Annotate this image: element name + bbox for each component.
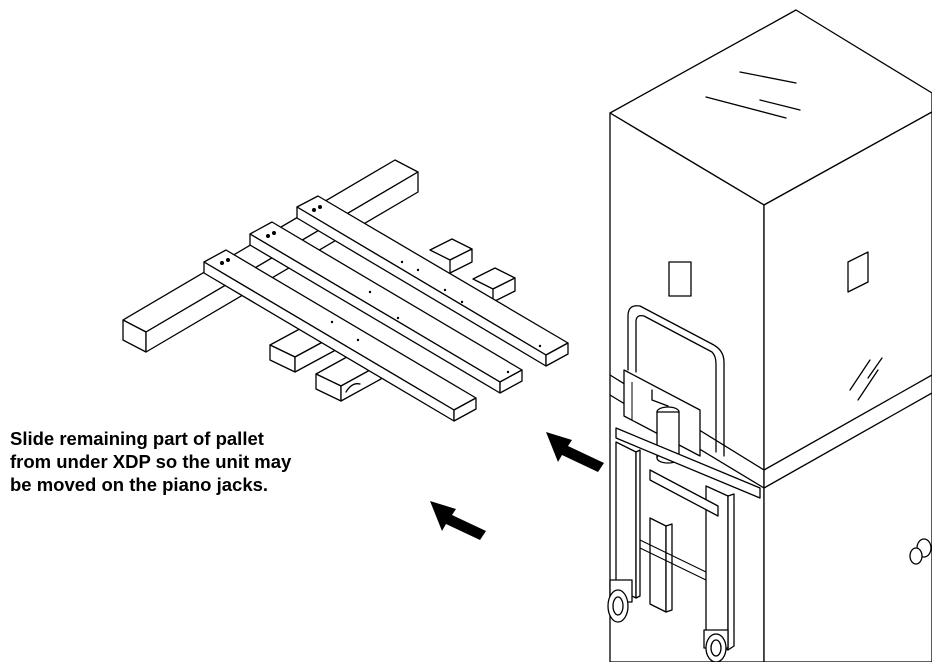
pallet-board-1	[296, 195, 569, 367]
caption-line-1: Slide remaining part of pallet	[10, 428, 264, 449]
slide-direction-arrows	[430, 432, 604, 540]
pallet-nail-holes	[330, 260, 542, 374]
jack-wheel-left	[607, 579, 633, 623]
crated-xdp-unit	[609, 9, 932, 662]
crate-left-label	[668, 261, 692, 297]
jack-left-leg	[615, 441, 637, 599]
crate-caster-right	[909, 538, 932, 565]
pallet-remnant	[122, 159, 569, 422]
crate-right-label	[847, 251, 869, 293]
instruction-caption: Slide remaining part of pallet from unde…	[10, 427, 370, 496]
pallet-board-3	[203, 249, 477, 422]
piano-jack	[607, 305, 761, 662]
caption-line-3: be moved on the piano jacks.	[10, 474, 269, 495]
arrow-upper-icon	[546, 432, 604, 472]
crate-top-glare-lines	[705, 71, 801, 119]
arrow-lower-icon	[430, 501, 486, 540]
caption-line-2: from under XDP so the unit may	[10, 451, 292, 472]
pallet-board-2	[249, 221, 523, 394]
crate-right-face	[763, 111, 932, 662]
jack-handle-frame	[627, 305, 725, 457]
jack-wheel-right	[703, 629, 729, 662]
